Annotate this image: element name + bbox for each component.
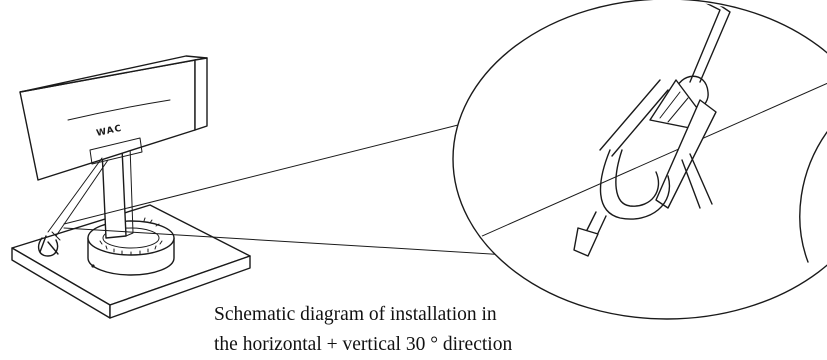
caption-line-2: the horizontal + vertical 30 ° direction <box>214 334 513 355</box>
diagram-drawing: WAC <box>11 0 827 320</box>
diagram-caption: Schematic diagram of installation in the… <box>214 300 574 360</box>
magnified-detail <box>452 0 827 320</box>
small-wire-clamp <box>37 231 61 257</box>
caption-line-1: Schematic diagram of installation in <box>214 304 497 325</box>
round-pedestal <box>87 217 175 276</box>
zoom-lines <box>63 121 525 257</box>
installation-diagram: WAC <box>11 0 827 355</box>
display-panel: WAC <box>19 55 208 181</box>
